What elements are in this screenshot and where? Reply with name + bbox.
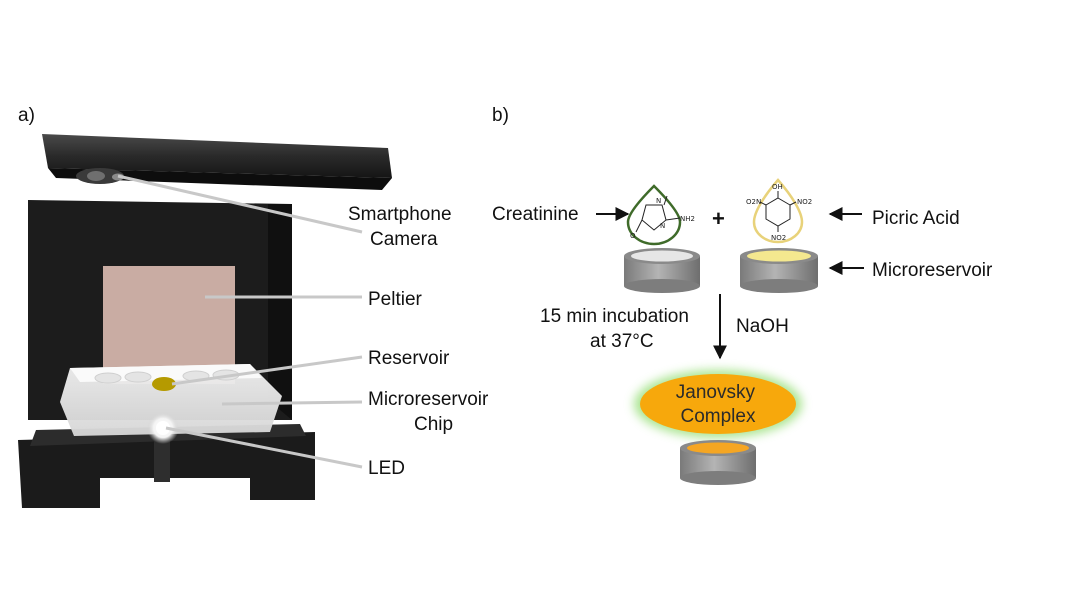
led-light: [147, 412, 179, 482]
peltier-plate: [103, 266, 235, 384]
picric-acid-label: Picric Acid: [872, 208, 960, 229]
svg-text:O: O: [630, 232, 636, 240]
reservoir-well: [152, 377, 176, 391]
svg-text:N: N: [656, 197, 661, 205]
incubation-label: 15 min incubation at 37°C: [540, 306, 694, 352]
svg-text:OH: OH: [772, 183, 783, 191]
peltier-label: Peltier: [368, 289, 423, 310]
creatinine-drop: N N NH2 O: [626, 184, 695, 246]
janovsky-complex: [634, 370, 802, 438]
svg-text:NH2: NH2: [680, 215, 695, 223]
callout-lines: [117, 174, 363, 469]
smartphone-camera-label: Smartphone Camera: [348, 204, 457, 250]
led-label: LED: [368, 458, 405, 479]
microreservoir-cup-right: [740, 248, 818, 293]
microreservoir-cup-product: [680, 440, 756, 485]
svg-text:NO2: NO2: [797, 198, 812, 206]
creatinine-label: Creatinine: [492, 204, 579, 225]
reservoir-label: Reservoir: [368, 348, 450, 369]
creatinine-structure-icon: [635, 195, 681, 233]
plus-sign: +: [712, 206, 725, 231]
smartphone: [42, 134, 392, 190]
chip-label: Microreservoir Chip: [368, 389, 494, 435]
svg-text:O2N: O2N: [746, 198, 761, 206]
panel-b-label: b): [492, 105, 509, 126]
svg-text:NO2: NO2: [771, 234, 786, 242]
janovsky-complex-label: Janovsky Complex: [676, 382, 760, 427]
microreservoir-cup-left: [624, 248, 700, 293]
naoh-label: NaOH: [736, 316, 789, 337]
picric-acid-structure-icon: [759, 191, 797, 232]
picric-acid-drop: OH O2N NO2 NO2: [746, 178, 812, 244]
panel-a-label: a): [18, 105, 35, 126]
svg-text:N: N: [660, 222, 665, 230]
microreservoir-chip: [60, 364, 282, 436]
microreservoir-label: Microreservoir: [872, 260, 993, 281]
